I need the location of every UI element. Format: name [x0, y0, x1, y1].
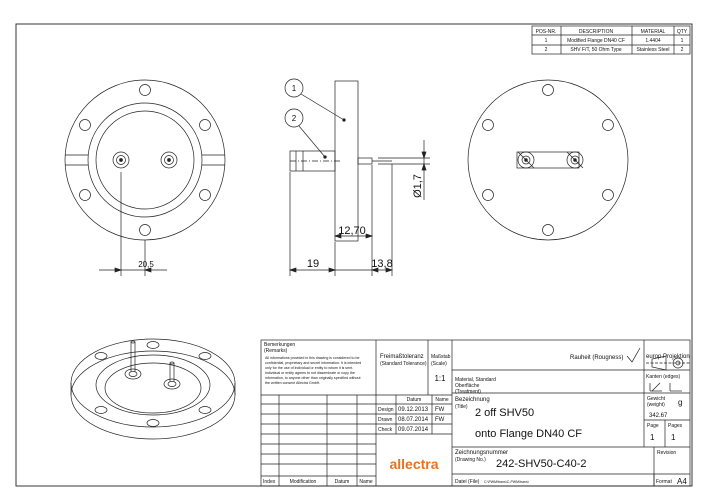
parts-row2-material: Stainless Steel: [636, 47, 669, 53]
treatment-label: (Treatment): [455, 389, 481, 395]
disclaimer-line: Individual or entity agrees to not disse…: [265, 371, 355, 375]
check-label: Check: [378, 427, 393, 433]
drawn-name: FW: [435, 417, 445, 423]
dimension-20-5: 20,5: [138, 260, 154, 269]
format-label: Format: [656, 479, 672, 485]
surface-label: Oberfläche: [455, 383, 480, 389]
drawing-title-line1: 2 off SHV50: [475, 407, 534, 419]
file-label: Datei (File): [455, 479, 480, 485]
pages-value: 1: [671, 433, 676, 442]
scale-label: Maßstab: [431, 354, 451, 360]
date-header: Datum: [407, 397, 422, 403]
parts-row2-desc: SHV F/T, 50 Ohm Type: [570, 47, 622, 53]
title-block-frame: [260, 339, 691, 487]
designation-label-en: (Title): [455, 404, 468, 410]
parts-row2-pos: 2: [545, 47, 548, 53]
parts-row1-material: 1.4404: [645, 38, 661, 44]
isometric-view: [70, 338, 236, 440]
drawn-date: 08.07.2014: [398, 417, 429, 423]
scale-value: 1:1: [434, 374, 446, 383]
revision-label: Revision: [657, 450, 676, 456]
scale-label-en: (Scale): [431, 361, 447, 367]
drawing-no-label: Zeichnungsnummer: [455, 450, 508, 456]
designation-label: Bezeichnung: [455, 397, 490, 403]
dimension-19: 19: [307, 258, 319, 270]
design-date: 09.12.2013: [398, 407, 429, 413]
drawing-title-line2: onto Flange DN40 CF: [475, 428, 582, 440]
check-date: 09.07.2014: [398, 427, 429, 433]
disclaimer-line: confidential, proprietary and secret inf…: [265, 361, 361, 365]
disclaimer-text: All informations provided in this drawin…: [265, 356, 361, 385]
disclaimer-line: only for the use of individual or entity…: [265, 366, 353, 370]
dimension-diameter-1-7: Ø1,7: [412, 174, 424, 198]
disclaimer-line: the written consent Allectra GmbH.: [265, 381, 320, 385]
remarks-label-en: (Remarks): [264, 348, 288, 354]
weight-label-en: (weight): [647, 402, 665, 408]
projection-label: europ.Projektion: [646, 354, 690, 360]
material-label: Material, Standard: [455, 377, 496, 383]
parts-row1-pos: 1: [545, 38, 548, 44]
design-name: FW: [435, 407, 445, 413]
drawn-label: Drawn: [378, 417, 393, 423]
parts-table: POS-NR. DESCRIPTION MATERIAL QTY 1 Modif…: [531, 25, 691, 55]
rev-header-name: Name: [359, 479, 373, 485]
drawing-number: 242-SHV50-C40-2: [496, 458, 587, 470]
parts-row1-qty: 1: [681, 38, 684, 44]
tolerance-label-en: (Standard Tolerance): [380, 361, 427, 367]
edges-label: Kanten (edges): [646, 374, 681, 380]
file-value: C:\PWM\trans\C-PWM\trans\: [484, 480, 529, 484]
disclaimer-line: information, to anyone other than origin…: [265, 376, 361, 380]
parts-header-qty: QTY: [677, 29, 688, 35]
sheet-border: [15, 23, 693, 487]
balloon-1-label: 1: [292, 84, 297, 93]
parts-header-pos: POS-NR.: [536, 29, 557, 35]
balloon-2-label: 2: [292, 114, 297, 123]
rear-view-right: [467, 79, 629, 241]
pages-label: Pages: [668, 423, 683, 429]
dimension-12-70: 12,70: [338, 225, 366, 237]
weight-value: 342.67: [649, 413, 668, 419]
page-value: 1: [650, 433, 655, 442]
drawing-no-label-en: (Drawing No.): [455, 457, 486, 463]
name-header: Name: [435, 397, 449, 403]
allectra-logo: allectra: [389, 456, 438, 472]
parts-header-desc: DESCRIPTION: [579, 29, 614, 35]
parts-header-material: MATERIAL: [641, 29, 666, 35]
roughness-label: Rauheit (Rougness): [570, 355, 623, 361]
design-label: Design: [378, 407, 394, 413]
rev-header-date: Datum: [335, 479, 350, 485]
weight-unit: g: [678, 398, 682, 407]
tolerance-label: Freimaßtoleranz: [380, 354, 424, 360]
parts-row2-qty: 2: [681, 47, 684, 53]
rev-header-index: Index: [263, 479, 276, 485]
weight-label: Gewicht: [647, 396, 666, 402]
format-value: A4: [677, 477, 687, 486]
side-view: [284, 78, 430, 276]
remarks-label: Bemerkungen: [264, 342, 295, 348]
disclaimer-line: All informations provided in this drawin…: [265, 356, 360, 360]
rev-header-modification: Modification: [290, 479, 317, 485]
front-view-left: [64, 79, 226, 276]
parts-row1-desc: Modified Flange DN40 CF: [567, 38, 625, 44]
page-label: Page: [647, 423, 659, 429]
dimension-13-8: 13,8: [371, 258, 392, 270]
